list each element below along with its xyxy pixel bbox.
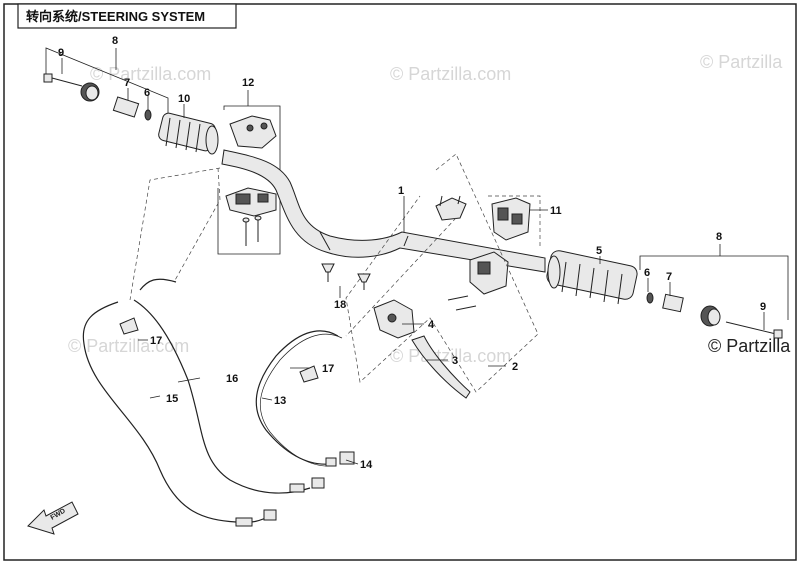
title-box — [17, 3, 237, 29]
callout-11: 11 — [550, 205, 562, 217]
callout-18: 18 — [334, 299, 346, 311]
callout-6: 6 — [644, 267, 650, 279]
callout-1: 1 — [398, 185, 404, 197]
diagram-title: 转向系统/STEERING SYSTEM — [26, 9, 205, 24]
brake-lever-assembly — [345, 153, 539, 399]
bar-end-weight — [80, 82, 100, 102]
callout-6: 6 — [144, 87, 150, 99]
watermark: © Partzilla.com — [90, 64, 211, 84]
bar-end-weight — [700, 305, 783, 339]
callout-2: 2 — [512, 361, 518, 373]
watermark: © Partzilla — [708, 336, 791, 356]
collar — [112, 96, 140, 118]
callout-7: 7 — [666, 271, 672, 283]
callout-17: 17 — [322, 363, 334, 375]
callout-5: 5 — [596, 245, 602, 257]
cable-end — [235, 509, 277, 527]
watermark: © Partzilla.com — [390, 346, 511, 366]
callout-13: 13 — [274, 395, 286, 407]
leaders — [61, 58, 765, 465]
left-grip-assembly — [43, 47, 219, 155]
watermarks: © Partzilla.com © Partzilla.com © Partzi… — [68, 52, 791, 366]
washer — [144, 109, 152, 121]
callout-8: 8 — [716, 231, 722, 243]
left-switch-group — [217, 90, 281, 255]
watermark: © Partzilla — [700, 52, 783, 72]
callout-9: 9 — [760, 301, 766, 313]
callout-16: 16 — [226, 373, 238, 385]
clips — [321, 263, 371, 298]
cable-end — [289, 477, 325, 493]
lever-perch — [373, 299, 415, 339]
right-switch-upper — [491, 197, 531, 241]
right-switch-group — [447, 195, 548, 311]
right-switch-lower — [469, 251, 509, 295]
switch-screws — [242, 215, 262, 246]
callout-10: 10 — [178, 93, 190, 105]
washer — [646, 292, 654, 304]
callout-14: 14 — [360, 459, 373, 471]
callout-9: 9 — [58, 47, 64, 59]
callout-8: 8 — [112, 35, 118, 47]
callout-7: 7 — [124, 77, 130, 89]
callout-17: 17 — [150, 335, 162, 347]
left-switch-lower — [225, 187, 277, 217]
right-grip — [546, 250, 638, 305]
callout-15: 15 — [166, 393, 178, 405]
left-switch-upper — [229, 115, 277, 149]
diagram-frame — [3, 3, 797, 561]
callout-3: 3 — [452, 355, 458, 367]
lever-clamp — [435, 195, 467, 221]
fwd-arrow: FWD — [27, 501, 79, 535]
callout-12: 12 — [242, 77, 254, 89]
cable-end — [325, 451, 355, 467]
watermark: © Partzilla.com — [68, 336, 189, 356]
collar — [662, 293, 684, 313]
callout-4: 4 — [428, 319, 435, 331]
watermark: © Partzilla.com — [390, 64, 511, 84]
right-grip-assembly — [546, 244, 789, 339]
left-grip — [158, 112, 219, 155]
bolt — [43, 73, 83, 87]
right-switch-screws — [447, 295, 477, 311]
callouts: 1 2 3 4 5 6 6 7 7 8 8 9 9 10 11 12 13 14… — [58, 35, 766, 471]
cables — [82, 167, 457, 527]
